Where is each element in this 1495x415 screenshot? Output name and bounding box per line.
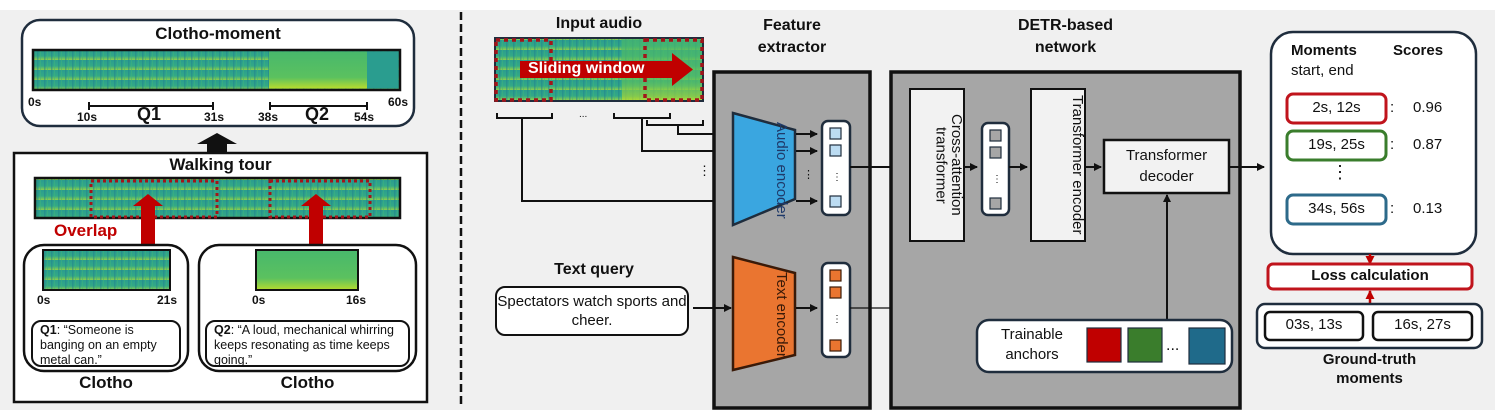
anchor-red bbox=[1086, 327, 1122, 363]
prediction-box-3 bbox=[1285, 193, 1388, 226]
audio-windows-ellipsis: ... bbox=[579, 109, 588, 120]
loss-calculation-box bbox=[1266, 262, 1474, 291]
tick-38s: 38s bbox=[258, 110, 279, 124]
prediction-score-2: 0.87 bbox=[1413, 136, 1443, 153]
clotho-moment-q2-segment bbox=[269, 51, 367, 89]
q1-query-text: Q1: “Someone is banging on an empty meta… bbox=[40, 323, 157, 367]
prediction-separator-1: : bbox=[1390, 99, 1395, 116]
audio-encoder-label: Audio encoder bbox=[773, 121, 790, 219]
clip-1-start: 0s bbox=[37, 293, 51, 307]
text-feature-stack bbox=[820, 261, 852, 359]
window-bracket-3 bbox=[646, 120, 704, 126]
vertical-ellipsis: ⋮ bbox=[698, 163, 711, 178]
tick-31s: 31s bbox=[204, 110, 225, 124]
clip-1-source: Clotho bbox=[79, 373, 133, 392]
input-audio-title: Input audio bbox=[555, 15, 643, 32]
prediction-score-3: 0.13 bbox=[1413, 200, 1443, 217]
arrow-window-1 bbox=[521, 118, 732, 205]
window-bracket-1 bbox=[496, 113, 553, 119]
prediction-moment-2: 19s, 25s bbox=[1308, 136, 1365, 153]
arrow-window-2 bbox=[641, 118, 732, 155]
red-up-arrow-icon-1 bbox=[133, 194, 163, 244]
anchor-green bbox=[1127, 327, 1163, 363]
clotho-moment-title: Clotho-moment bbox=[155, 24, 281, 43]
text-query-title: Text query bbox=[554, 261, 634, 278]
vertical-ellipsis: ⋮ bbox=[992, 174, 1002, 185]
up-arrow-icon bbox=[197, 133, 237, 153]
q2-query-text: Q2: “A loud, mechanical whirring keeps r… bbox=[214, 323, 394, 367]
text-encoder-block bbox=[731, 255, 797, 372]
vertical-ellipsis: ⋮ bbox=[832, 314, 842, 325]
transformer-encoder-block bbox=[1030, 88, 1086, 242]
q2-bracket bbox=[269, 102, 368, 110]
prediction-moment-3: 34s, 56s bbox=[1308, 200, 1365, 217]
sliding-window-label: Sliding window bbox=[528, 60, 645, 77]
q2-label: Q2 bbox=[305, 104, 330, 124]
overlap-label: Overlap bbox=[54, 221, 118, 240]
clip-2-spectrogram bbox=[255, 249, 359, 291]
ground-truth-moment-2-label: 16s, 27s bbox=[1394, 316, 1451, 333]
prediction-separator-2: : bbox=[1390, 136, 1395, 153]
ground-truth-moment-1-label: 03s, 13s bbox=[1285, 316, 1343, 333]
cross-attention-transformer-block bbox=[909, 88, 965, 242]
audio-encoder-block bbox=[731, 111, 797, 227]
anchor-blue bbox=[1188, 327, 1226, 365]
clip-2-source: Clotho bbox=[280, 373, 335, 392]
moments-header: Moments bbox=[1291, 42, 1357, 59]
q2-query-id: Q2 bbox=[214, 323, 231, 337]
prediction-moment-1: 2s, 12s bbox=[1312, 99, 1361, 116]
clip-1-spectrogram bbox=[42, 249, 171, 291]
tick-60s: 60s bbox=[388, 95, 409, 109]
prediction-box-1 bbox=[1285, 92, 1388, 125]
transformer-encoder-label: Transformer encoder bbox=[1069, 95, 1086, 235]
clotho-moment-tail-segment bbox=[367, 51, 399, 89]
tick-54s: 54s bbox=[354, 110, 375, 124]
text-query-input: Spectators watch sports and cheer. bbox=[495, 286, 689, 336]
q1-query-id: Q1 bbox=[40, 323, 57, 337]
diagram-graphics: ⋮ ⋮ ⋮ ⋮ bbox=[12, 12, 1484, 410]
tick-0s: 0s bbox=[28, 95, 42, 109]
predictions-ellipsis: ⋮ bbox=[1331, 162, 1349, 182]
cross-attention-label: Cross-attention transformer bbox=[932, 114, 965, 216]
walking-tour-title: Walking tour bbox=[169, 155, 272, 174]
q1-label: Q1 bbox=[137, 104, 162, 124]
vertical-ellipsis: ⋮ bbox=[803, 169, 814, 181]
text-encoder-label: Text encoder bbox=[773, 272, 790, 358]
q1-bracket bbox=[88, 102, 214, 110]
figure-canvas: ⋮ ⋮ ⋮ ⋮ bbox=[0, 10, 1495, 410]
clip-2-end: 16s bbox=[346, 293, 367, 307]
fused-feature-stack bbox=[980, 121, 1011, 217]
q2-query-box bbox=[205, 320, 410, 367]
prediction-box-2 bbox=[1285, 129, 1388, 162]
scores-header: Scores bbox=[1393, 42, 1444, 59]
clip-2-start: 0s bbox=[252, 293, 266, 307]
ellipsis: ... bbox=[1166, 337, 1179, 354]
feature-extractor-title: Feature extractor bbox=[757, 17, 827, 56]
start-end-subheader: start, end bbox=[1291, 62, 1354, 79]
window-bracket-2 bbox=[613, 113, 671, 119]
prediction-score-1: 0.96 bbox=[1413, 99, 1443, 116]
sliding-window-arrow-icon bbox=[520, 53, 693, 86]
loss-calculation-label: Loss calculation bbox=[1311, 267, 1429, 284]
trainable-anchors-label: Trainable anchors bbox=[1001, 326, 1063, 363]
detr-title: DETR-based network bbox=[1017, 17, 1114, 56]
sliding-window-frame-1 bbox=[494, 38, 553, 102]
transformer-decoder-block bbox=[1102, 138, 1231, 195]
vertical-ellipsis: ⋮ bbox=[832, 172, 842, 183]
transformer-decoder-label: Transformer decoder bbox=[1125, 147, 1208, 185]
ground-truth-moment-2 bbox=[1371, 310, 1474, 342]
tick-10s: 10s bbox=[77, 110, 98, 124]
ground-truth-title: Ground-truth moments bbox=[1322, 351, 1417, 387]
q1-query-box bbox=[31, 320, 181, 367]
ground-truth-moment-1 bbox=[1263, 310, 1365, 342]
clip-1-end: 21s bbox=[157, 293, 178, 307]
red-up-arrow-icon-2 bbox=[301, 194, 331, 244]
prediction-separator-3: : bbox=[1390, 200, 1395, 217]
